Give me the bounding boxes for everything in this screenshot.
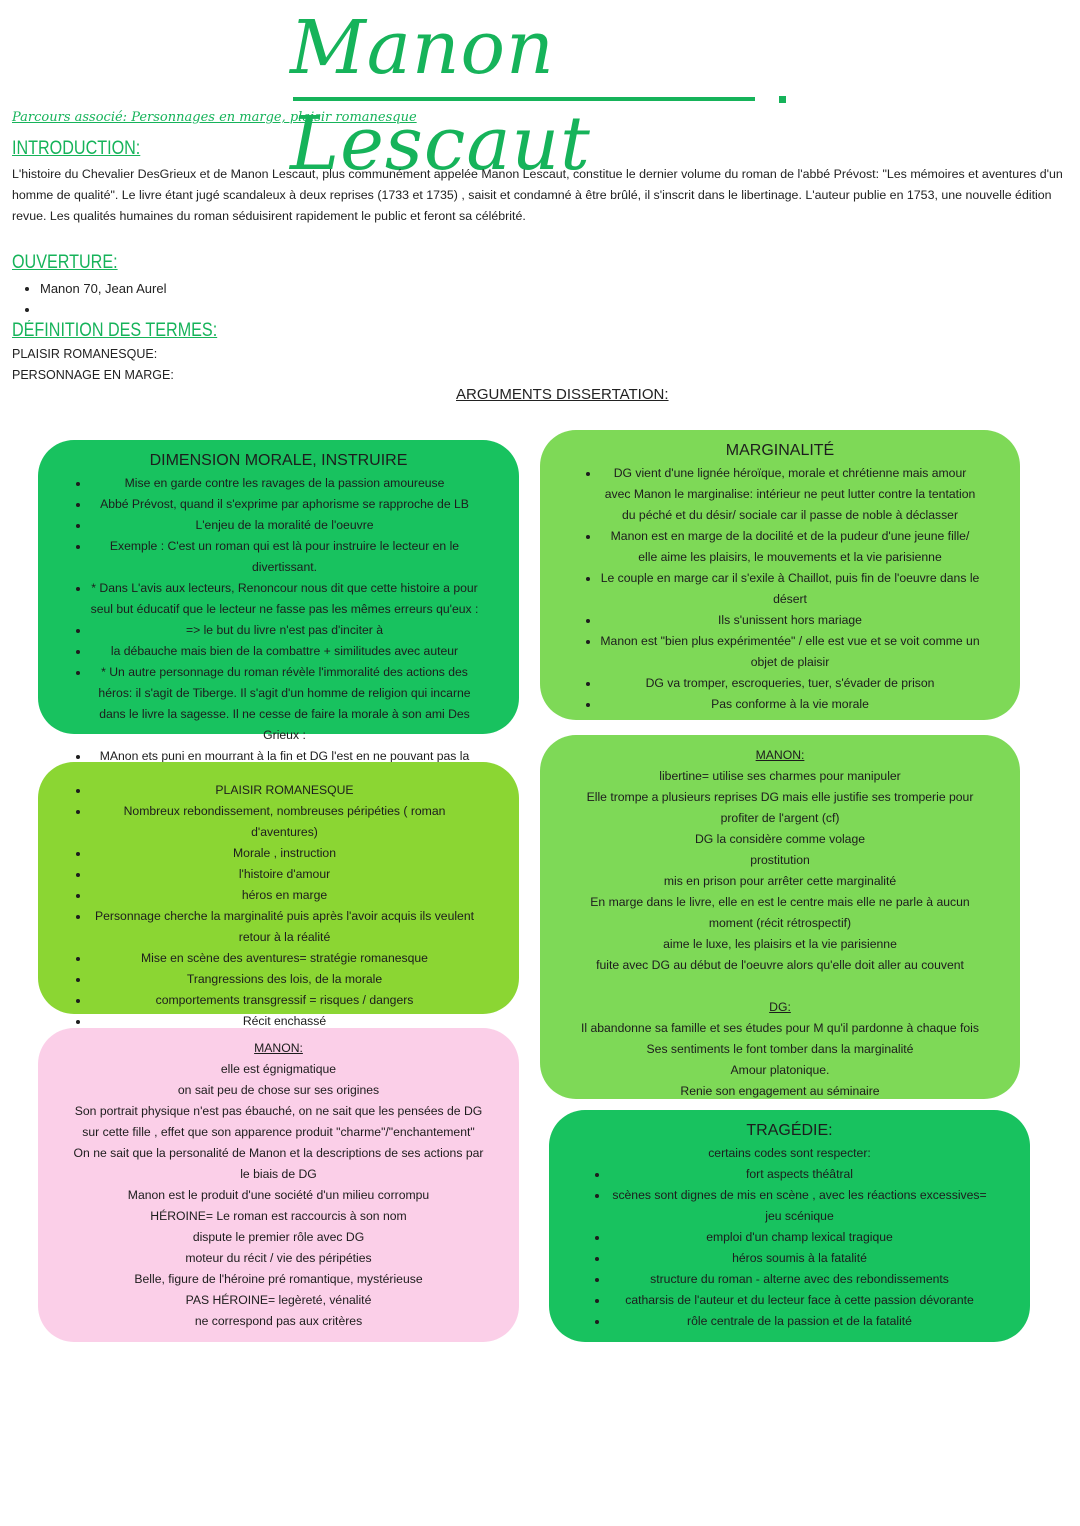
portrait-line: ne correspond pas aux critères [194,1314,363,1328]
box-list: fort aspects théâtral scènes sont dignes… [549,1164,1030,1332]
portrait-section: MANON: elle est égnigmatique on sait peu… [38,1038,519,1332]
list-item: héros en marge [90,885,519,906]
dg-heading: DG: [769,1000,791,1014]
portrait-line: dispute le premier rôle avec DG [192,1230,365,1244]
box-title: DIMENSION MORALE, INSTRUIRE [149,452,408,469]
portrait-line: Belle, figure de l'héroine pré romantiqu… [134,1272,423,1286]
list-item: scènes sont dignes de mis en scène , ave… [609,1185,1030,1227]
list-item: catharsis de l'auteur et du lecteur face… [609,1290,1030,1311]
introduction-text: L'histoire du Chevalier DesGrieux et de … [12,167,1063,223]
list-item: Le couple en marge car il s'exile à Chai… [600,568,1020,610]
list-item: structure du roman - alterne avec des re… [609,1269,1030,1290]
dg-line: Amour platonique. [730,1063,830,1077]
list-item: Ils s'unissent hors mariage [600,610,1020,631]
list-item: * Un autre personnage du roman révèle l'… [90,662,519,746]
definitions-heading: DÉFINITION DES TERMES: [12,320,218,341]
manon-section: MANON: libertine= utilise ses charmes po… [540,745,1020,1102]
list-item: Nombreux rebondissement, nombreuses péri… [90,801,519,843]
box-tragedie: TRAGÉDIE: certains codes sont respecter:… [549,1110,1030,1342]
portrait-line: Son portrait physique n'est pas ébauché,… [74,1104,483,1139]
list-item: Récit enchassé [90,1011,519,1032]
portrait-line: Manon est le produit d'une société d'un … [127,1188,430,1202]
parcours-line: Parcours associé: Personnages en marge, … [12,110,417,125]
box-title: MARGINALITÉ [725,442,835,459]
portrait-line: HÉROINE= Le roman est raccourcis à son n… [150,1209,407,1223]
arguments-heading: ARGUMENTS DISSERTATION: [456,386,669,403]
list-item: DG vient d'une lignée héroïque, morale e… [600,463,1020,526]
portrait-line: PAS HÉROINE= legèreté, vénalité [185,1293,372,1307]
list-item: comportements transgressif = risques / d… [90,990,519,1011]
spacer [540,976,1020,997]
list-item: => le but du livre n'est pas d'inciter à [90,620,519,641]
title-underline [293,97,755,101]
dg-line: Il abandonne sa famille et ses études po… [580,1021,979,1035]
portrait-line: elle est égnigmatique [220,1062,337,1076]
list-item: Trangressions des lois, de la morale [90,969,519,990]
tragedie-intro: certains codes sont respecter: [708,1146,871,1160]
box-list: DG vient d'une lignée héroïque, morale e… [540,463,1020,715]
box-marginalite: MARGINALITÉ DG vient d'une lignée héroïq… [540,430,1020,720]
list-item: Mise en garde contre les ravages de la p… [90,473,519,494]
list-item: Pas conforme à la vie morale [600,694,1020,715]
manon-line: DG la considère comme volage [694,832,866,846]
dg-line: Renie son engagement au séminaire [680,1084,880,1098]
list-item: L'enjeu de la moralité de l'oeuvre [90,515,519,536]
introduction-heading: INTRODUCTION: [12,138,141,159]
list-item: Mise en scène des aventures= stratégie r… [90,948,519,969]
ouverture-heading: OUVERTURE: [12,252,118,273]
manon-line: Elle trompe a plusieurs reprises DG mais… [586,790,974,825]
list-item: Manon est en marge de la docilité et de … [600,526,1020,568]
portrait-line: on sait peu de chose sur ses origines [177,1083,380,1097]
list-item: Personnage cherche la marginalité puis a… [90,906,519,948]
ouverture-list: Manon 70, Jean Aurel [22,278,166,320]
box-list: PLAISIR ROMANESQUE Nombreux rebondisseme… [38,780,519,1032]
title-dot [779,96,786,103]
term-plaisir-romanesque: PLAISIR ROMANESQUE: [12,347,158,361]
list-item: DG va tromper, escroqueries, tuer, s'éva… [600,673,1020,694]
portrait-heading: MANON: [254,1041,303,1055]
box-list: Mise en garde contre les ravages de la p… [38,473,519,788]
manon-heading: MANON: [755,748,805,762]
manon-line: aime le luxe, les plaisirs et la vie par… [663,937,897,951]
ouverture-item [40,299,166,320]
box-manon-dg: MANON: libertine= utilise ses charmes po… [540,735,1020,1099]
portrait-line: moteur du récit / vie des péripéties [185,1251,372,1265]
ouverture-item: Manon 70, Jean Aurel [40,278,166,299]
list-item: l'histoire d'amour [90,864,519,885]
box-title: PLAISIR ROMANESQUE [90,780,519,801]
manon-line: prostitution [750,853,810,867]
list-item: Abbé Prévost, quand il s'exprime par aph… [90,494,519,515]
list-item: * Dans L'avis aux lecteurs, Renoncour no… [90,578,519,620]
manon-line: fuite avec DG au début de l'oeuvre alors… [596,958,964,972]
list-item: Exemple : C'est un roman qui est là pour… [90,536,519,578]
list-item: la débauche mais bien de la combattre + … [90,641,519,662]
list-item: rôle centrale de la passion et de la fat… [609,1311,1030,1332]
manon-line: libertine= utilise ses charmes pour mani… [659,769,901,783]
list-item: Morale , instruction [90,843,519,864]
list-item: héros soumis à la fatalité [609,1248,1030,1269]
box-manon-portrait: MANON: elle est égnigmatique on sait peu… [38,1028,519,1342]
manon-line: mis en prison pour arrêter cette margina… [663,874,897,888]
list-item: fort aspects théâtral [609,1164,1030,1185]
list-item: emploi d'un champ lexical tragique [609,1227,1030,1248]
dg-line: Ses sentiments le font tomber dans la ma… [646,1042,914,1056]
box-plaisir-romanesque: PLAISIR ROMANESQUE Nombreux rebondisseme… [38,762,519,1028]
box-title: TRAGÉDIE: [746,1122,833,1139]
portrait-line: On ne sait que la personalité de Manon e… [73,1146,484,1181]
list-item: Manon est "bien plus expérimentée" / ell… [600,631,1020,673]
box-dimension-morale: DIMENSION MORALE, INSTRUIRE Mise en gard… [38,440,519,784]
page-title: Manon Lescaut [290,5,591,187]
manon-line: En marge dans le livre, elle en est le c… [590,895,970,930]
term-personnage-en-marge: PERSONNAGE EN MARGE: [12,368,174,382]
